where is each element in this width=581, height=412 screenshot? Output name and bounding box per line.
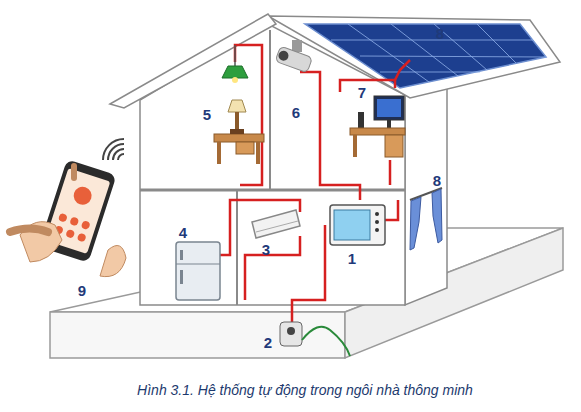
ceiling-lamp bbox=[222, 45, 248, 83]
app-icon bbox=[69, 216, 79, 226]
camera-housing bbox=[275, 46, 312, 73]
wiring bbox=[220, 45, 410, 322]
speaker bbox=[358, 112, 364, 128]
callout-number: 2 bbox=[264, 335, 272, 350]
curtain-right bbox=[432, 189, 442, 243]
wifi-arc bbox=[118, 154, 124, 160]
panel-button bbox=[375, 212, 379, 216]
callout-number: 3 bbox=[262, 242, 270, 257]
callout-number: 8 bbox=[436, 26, 444, 41]
app-icon bbox=[77, 232, 87, 242]
air-conditioner bbox=[252, 210, 300, 238]
ac-body bbox=[252, 210, 300, 238]
lamp-cord bbox=[234, 45, 236, 66]
inner-wall bbox=[236, 190, 238, 305]
hand bbox=[100, 246, 126, 277]
ac-vent bbox=[256, 221, 298, 232]
fridge-handle bbox=[180, 250, 183, 260]
lamp-base bbox=[230, 129, 244, 134]
wire bbox=[340, 80, 395, 92]
app-icon bbox=[58, 213, 68, 223]
camera-lens bbox=[277, 49, 290, 62]
lamp-stem bbox=[235, 112, 239, 130]
refrigerator bbox=[176, 242, 220, 300]
camera-body bbox=[275, 46, 312, 73]
desk-lamp bbox=[214, 100, 264, 164]
roof-plane bbox=[268, 16, 560, 98]
desk-drawer bbox=[385, 135, 403, 157]
lamp-bulb bbox=[232, 77, 238, 83]
panel-screen bbox=[334, 210, 370, 240]
grid-line bbox=[434, 24, 487, 70]
callout-number: 5 bbox=[203, 107, 211, 122]
wifi-arc bbox=[113, 149, 124, 160]
doorbell-cable bbox=[302, 327, 350, 356]
app-icon bbox=[81, 220, 91, 230]
solar-grid bbox=[331, 24, 546, 82]
wifi-arc bbox=[108, 144, 124, 160]
security-camera bbox=[275, 40, 312, 73]
callout-number: 8 bbox=[433, 173, 441, 188]
house bbox=[110, 14, 560, 305]
monitor-stand bbox=[387, 120, 391, 128]
doorbell-body bbox=[280, 322, 302, 346]
panel-button bbox=[375, 220, 379, 224]
desk-top bbox=[350, 128, 405, 135]
wire bbox=[395, 60, 410, 80]
desk-drawer bbox=[236, 142, 254, 154]
desk-top bbox=[214, 134, 264, 142]
curtain-left bbox=[410, 197, 421, 250]
slab-front bbox=[50, 312, 345, 358]
app-icon bbox=[65, 229, 75, 239]
solar-panel bbox=[305, 24, 546, 88]
camera-mount bbox=[292, 40, 302, 52]
grid-line bbox=[380, 72, 480, 73]
wire bbox=[220, 200, 300, 255]
doorbell bbox=[280, 322, 350, 356]
wire bbox=[385, 200, 398, 220]
floor-slab bbox=[140, 189, 405, 192]
callout-number: 7 bbox=[358, 85, 366, 100]
lamp-shade bbox=[222, 66, 248, 78]
desk-leg bbox=[256, 142, 260, 164]
curtain bbox=[410, 188, 442, 250]
wifi-arc bbox=[103, 139, 124, 160]
doorbell-camera bbox=[287, 327, 295, 335]
wire bbox=[292, 225, 325, 322]
screen bbox=[377, 99, 401, 117]
grid-line bbox=[360, 56, 546, 57]
callout-number: 4 bbox=[179, 225, 187, 240]
side-wall bbox=[405, 74, 447, 305]
fridge-door-line bbox=[176, 264, 220, 265]
callout-number: 1 bbox=[348, 251, 356, 266]
computer bbox=[350, 96, 405, 157]
inner-wall bbox=[269, 30, 271, 190]
fridge-body bbox=[176, 242, 220, 300]
desk-leg bbox=[217, 142, 221, 164]
callout-number: 9 bbox=[78, 283, 86, 298]
wire bbox=[389, 160, 392, 185]
grid-line bbox=[331, 40, 533, 41]
grid-line bbox=[348, 24, 429, 82]
smartphone bbox=[10, 159, 126, 276]
figure-caption: Hình 3.1. Hệ thống tự động trong ngôi nh… bbox=[137, 382, 473, 399]
control-panel bbox=[330, 205, 385, 245]
panel-button bbox=[375, 228, 379, 232]
monitor bbox=[374, 96, 404, 120]
wire bbox=[245, 236, 300, 300]
finger bbox=[10, 229, 48, 233]
callout-number: 6 bbox=[292, 105, 300, 120]
app-icon bbox=[71, 184, 94, 207]
lamp-shade bbox=[228, 100, 246, 112]
wire bbox=[300, 72, 360, 200]
roof-edge bbox=[110, 14, 276, 108]
wifi-symbol bbox=[103, 139, 124, 160]
fridge-handle bbox=[180, 270, 183, 284]
desk-leg bbox=[353, 135, 357, 157]
panel-frame bbox=[330, 205, 385, 245]
finger bbox=[71, 166, 77, 178]
